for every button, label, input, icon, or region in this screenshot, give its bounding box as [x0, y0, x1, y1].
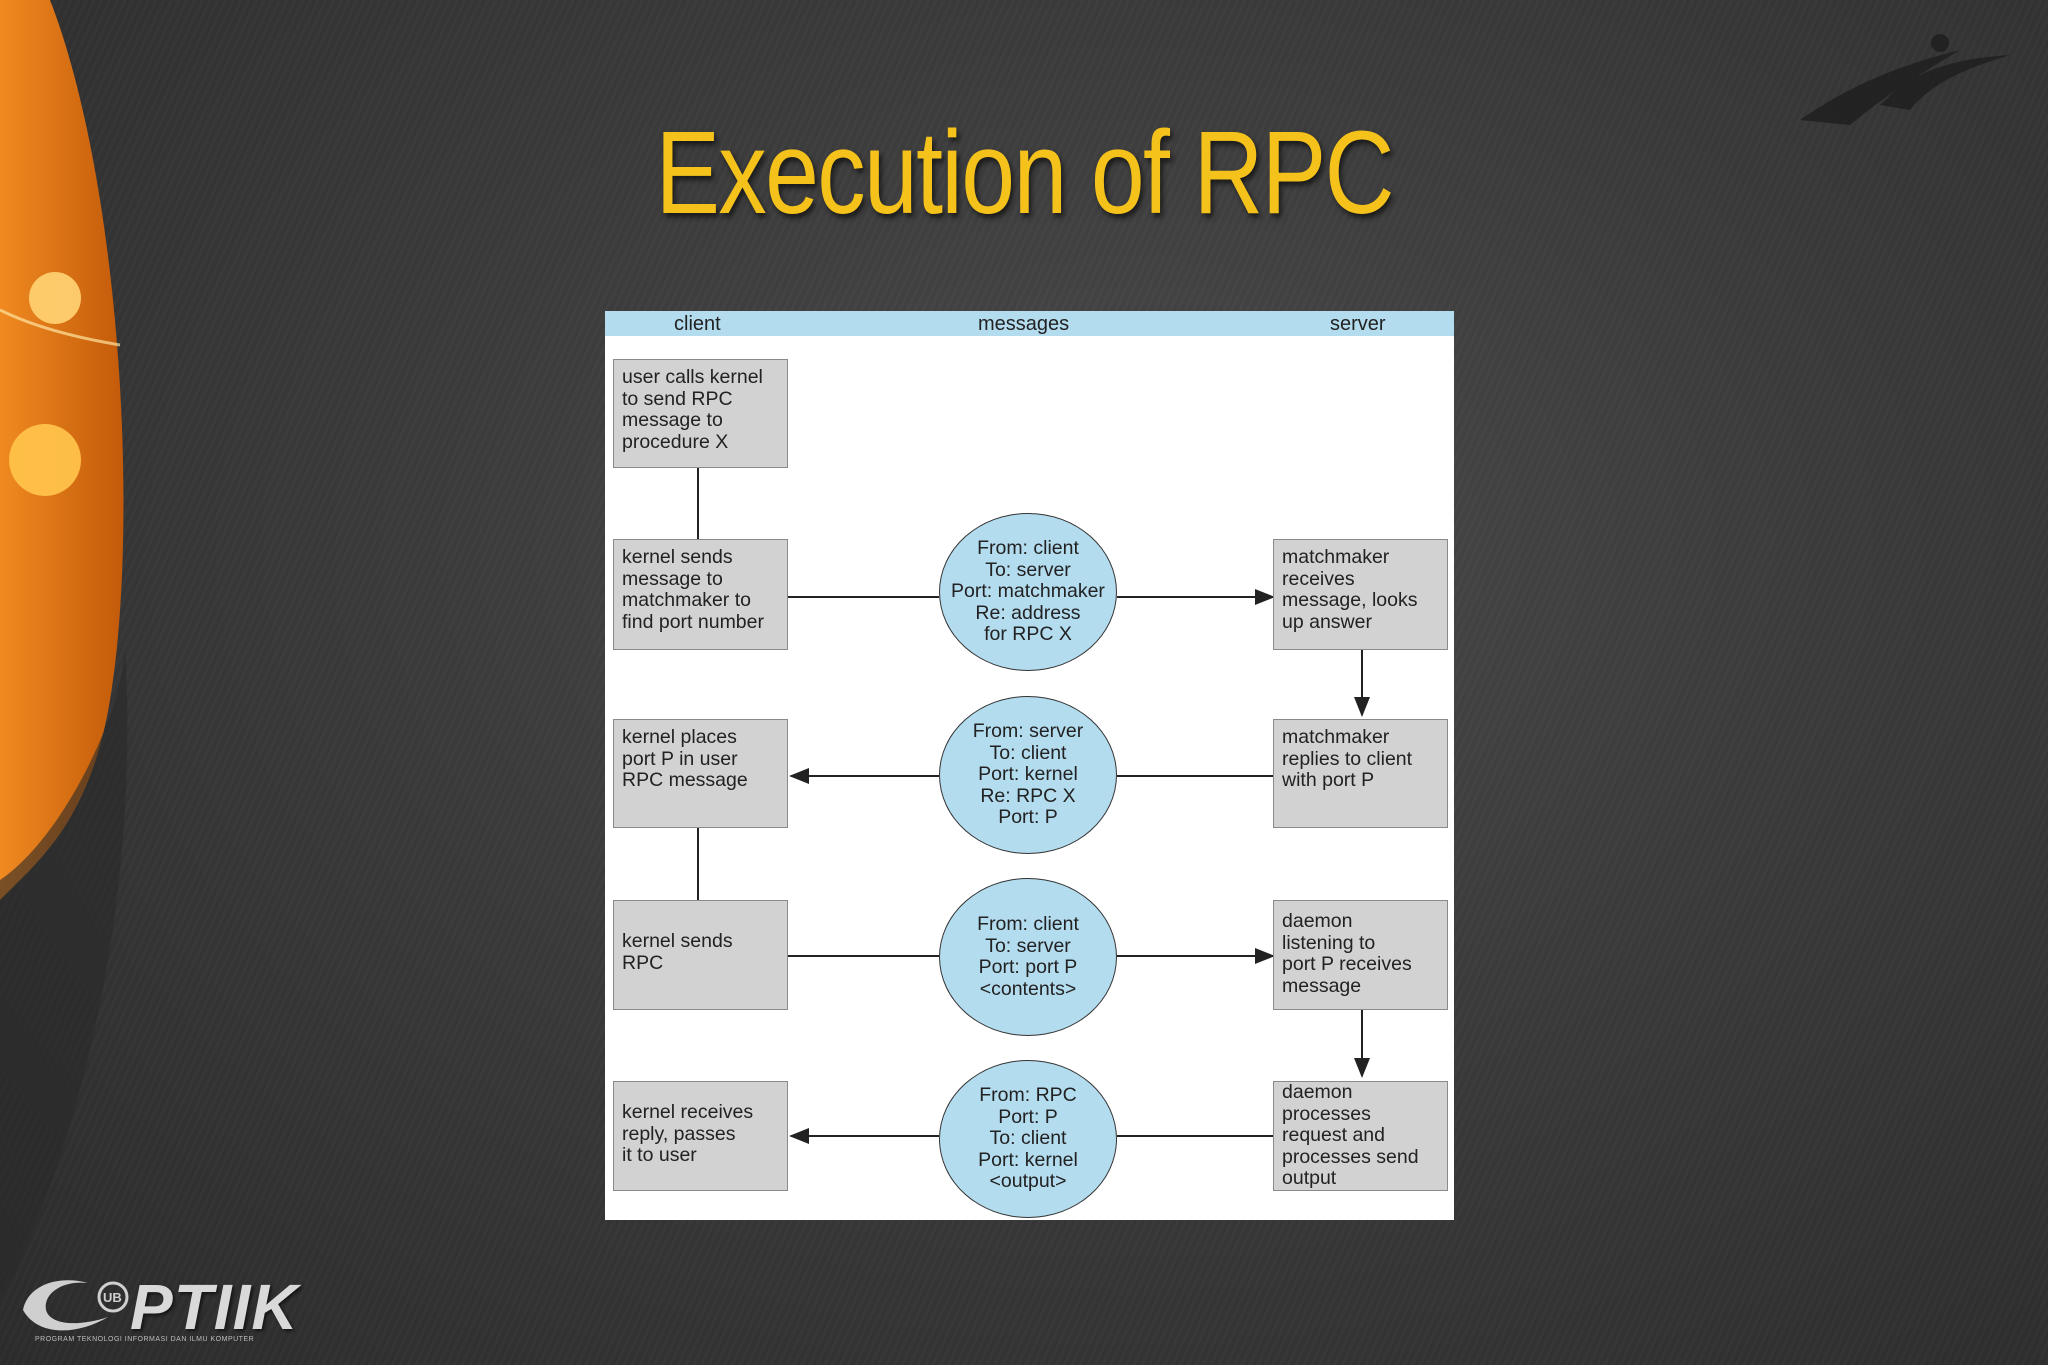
connector-lines	[697, 468, 1370, 1144]
orange-swoosh-decoration	[0, 0, 128, 1300]
server-step-box: daemon processes request and processes s…	[1273, 1081, 1448, 1191]
message-bubble: From: client To: server Port: matchmaker…	[939, 513, 1117, 671]
diagram-header-band	[605, 311, 1454, 336]
column-header-messages: messages	[978, 313, 1070, 335]
slide-title: Execution of RPC	[655, 107, 1394, 239]
server-step-box: matchmaker receives message, looks up an…	[1273, 539, 1448, 650]
ptiik-logo-subtitle: PROGRAM TEKNOLOGI INFORMASI DAN ILMU KOM…	[35, 1336, 255, 1343]
message-bubble: From: server To: client Port: kernel Re:…	[939, 696, 1117, 854]
server-step-box: matchmaker replies to client with port P	[1273, 719, 1448, 828]
ptiik-logo-text: PTIIK	[130, 1271, 299, 1343]
client-step-box: kernel sends message to matchmaker to fi…	[613, 539, 788, 650]
column-header-client: client	[674, 313, 721, 335]
institution-logo-icon	[1800, 34, 2010, 125]
column-header-server: server	[1330, 313, 1386, 335]
ptiik-logo-swoosh-icon	[23, 1280, 129, 1331]
client-step-box: kernel sends RPC	[613, 900, 788, 1010]
client-step-box: kernel places port P in user RPC message	[613, 719, 788, 828]
client-step-box: user calls kernel to send RPC message to…	[613, 359, 788, 468]
server-step-box: daemon listening to port P receives mess…	[1273, 900, 1448, 1010]
client-step-box: kernel receives reply, passes it to user	[613, 1081, 788, 1191]
ptiik-logo-badge: UB	[103, 1290, 122, 1305]
message-bubble: From: client To: server Port: port P <co…	[939, 878, 1117, 1036]
rpc-diagram: client messages server user calls kernel…	[605, 311, 1454, 1220]
message-bubble: From: RPC Port: P To: client Port: kerne…	[939, 1060, 1117, 1218]
